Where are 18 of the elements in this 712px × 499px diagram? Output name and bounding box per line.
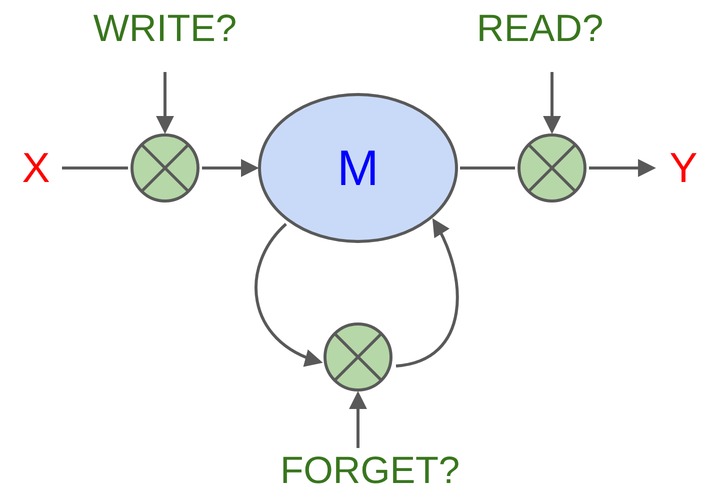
signal-label: X	[22, 147, 50, 189]
multiplier-gate	[517, 133, 587, 203]
arrow	[589, 159, 656, 177]
arrow	[254, 223, 323, 366]
gate-label: FORGET?	[280, 452, 460, 490]
multiplier-gate	[130, 133, 200, 203]
arrow	[396, 218, 459, 368]
signal-label: Y	[669, 147, 698, 189]
connector-line	[460, 166, 515, 170]
multiplier-gate	[323, 322, 393, 392]
gate-label: WRITE?	[93, 10, 237, 48]
gate-label: READ?	[476, 10, 604, 48]
arrow	[349, 391, 367, 448]
arrow	[543, 72, 561, 134]
arrow	[156, 72, 174, 134]
arrow	[202, 159, 259, 177]
connector-line	[62, 166, 128, 170]
memory-label: M	[337, 143, 379, 193]
